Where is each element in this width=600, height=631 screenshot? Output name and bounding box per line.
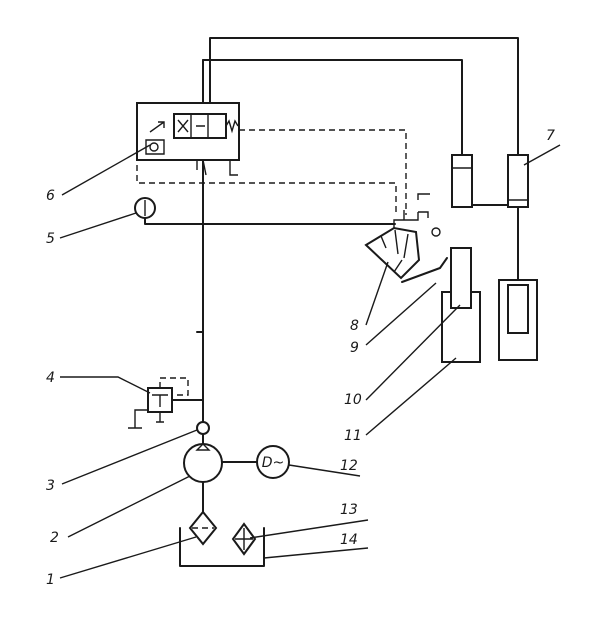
label-8: 8 xyxy=(350,318,359,334)
leader-2 xyxy=(67,475,191,538)
valve-6-adjust-arrow xyxy=(149,121,165,133)
label-3: 3 xyxy=(46,478,55,494)
relief-valve-4-detail xyxy=(152,394,168,407)
valve-6-arrows xyxy=(177,119,205,133)
label-6: 6 xyxy=(46,188,55,204)
valve-6-spool-divider xyxy=(190,114,209,138)
control-block-8-pivot xyxy=(431,227,441,237)
label-2: 2 xyxy=(50,530,59,546)
lever-9 xyxy=(401,257,448,283)
top-line-to-cylinder-7 xyxy=(209,37,519,156)
relief-valve-4-drain xyxy=(128,409,164,429)
label-7: 7 xyxy=(546,128,555,144)
gauge-5-line xyxy=(144,217,396,225)
leader-8 xyxy=(365,261,389,326)
leader-13 xyxy=(249,519,369,539)
motor-12-symbol: D~ xyxy=(262,455,285,471)
label-11: 11 xyxy=(344,428,362,444)
leader-5 xyxy=(59,212,137,239)
leader-12 xyxy=(288,464,361,477)
cylinder-upper-left xyxy=(451,154,473,208)
valve-6-check xyxy=(145,139,165,155)
label-5: 5 xyxy=(46,231,55,247)
top-line-to-cylinder-left xyxy=(202,59,463,156)
leader-3 xyxy=(61,429,198,485)
valve-6-ports xyxy=(196,159,238,176)
leader-1 xyxy=(59,536,197,579)
leader-7 xyxy=(523,144,561,166)
label-12: 12 xyxy=(340,458,358,474)
pilot-line-upper xyxy=(239,129,407,215)
label-13: 13 xyxy=(340,502,358,518)
leader-6 xyxy=(61,144,151,196)
label-4: 4 xyxy=(46,370,55,386)
label-14: 14 xyxy=(340,532,358,548)
motor-12 xyxy=(256,445,290,479)
label-9: 9 xyxy=(350,340,359,356)
control-block-8 xyxy=(364,226,421,280)
cylinder-10-overlay xyxy=(450,247,472,309)
cylinder-7 xyxy=(507,154,529,208)
filter-13-element xyxy=(235,528,253,550)
tank-14 xyxy=(179,527,265,567)
valve-6-spring xyxy=(225,119,239,134)
relief-valve-4-pilot xyxy=(159,377,189,396)
label-1: 1 xyxy=(46,572,55,588)
control-block-8-detail xyxy=(380,229,409,273)
label-10: 10 xyxy=(344,392,362,408)
leader-4 xyxy=(60,376,151,394)
leader-9 xyxy=(365,282,437,346)
leader-14 xyxy=(263,547,369,559)
leader-10 xyxy=(365,304,461,401)
cylinder-lower-right-piston xyxy=(507,284,529,334)
pilot-line-lower xyxy=(136,145,397,215)
leader-11 xyxy=(365,357,457,436)
pump-2-arrow xyxy=(195,443,211,451)
control-block-8-top xyxy=(393,193,430,228)
check-valve-3 xyxy=(196,421,210,435)
